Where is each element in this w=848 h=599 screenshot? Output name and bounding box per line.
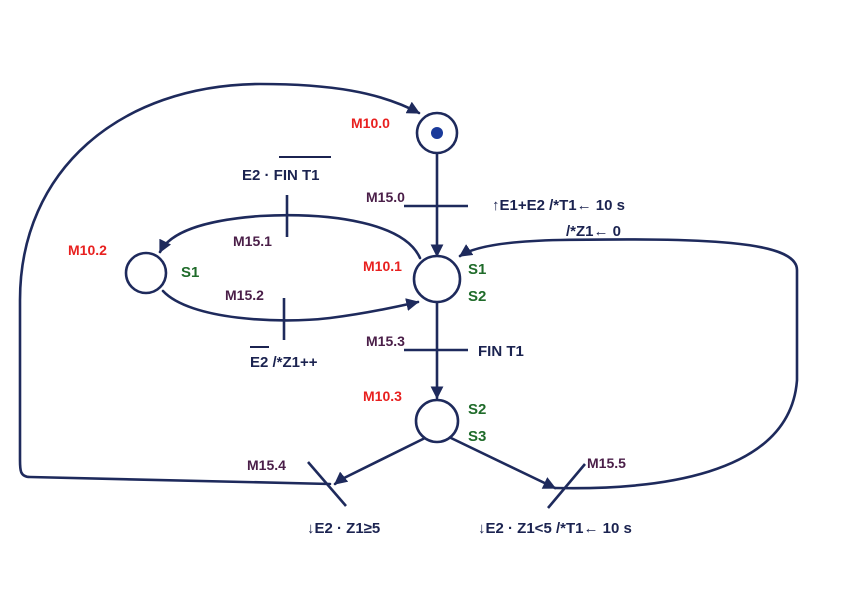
link-m15-5-to-m10-1 (458, 238, 799, 490)
transition-condition: E2 /*Z1++ (250, 354, 318, 371)
transition-m15-4: M15.4 ↓E2 · Z1≥5 (247, 457, 380, 537)
initial-token-icon (431, 127, 443, 139)
transition-label: M15.0 (366, 189, 405, 205)
step-action: S2 (468, 401, 486, 418)
transition-m15-2: M15.2 E2 /*Z1++ (225, 287, 318, 371)
step-m10-3: M10.3 S2 S3 (363, 388, 486, 445)
link-m10-3-to-m15-5 (449, 436, 557, 490)
transition-label: M15.2 (225, 287, 264, 303)
step-action: S1 (468, 261, 486, 278)
step-label: M10.3 (363, 388, 402, 404)
transition-condition: /*Z1← 0 (566, 223, 621, 240)
link-m15-4-to-m10-0 (18, 82, 421, 486)
link-m10-1-to-m10-2 (158, 213, 422, 260)
step-label: M10.2 (68, 242, 107, 258)
step-m10-0: M10.0 (351, 111, 459, 155)
transition-condition: ↑E1+E2 /*T1← 10 s (492, 197, 625, 214)
transition-label: M15.4 (247, 457, 286, 473)
step-label: M10.1 (363, 258, 402, 274)
link-m10-3-to-m15-4 (333, 436, 427, 486)
transition-m15-1: M15.1 E2 · FIN T1 (233, 156, 331, 249)
step-action: S3 (468, 428, 486, 445)
transition-condition: FIN T1 (478, 343, 524, 360)
transition-m15-0: M15.0 ↑E1+E2 /*T1← 10 s /*Z1← 0 (366, 189, 625, 240)
links (18, 82, 799, 490)
transition-label: M15.5 (587, 455, 626, 471)
step-action: S1 (181, 264, 199, 281)
step-m10-2: M10.2 S1 (68, 242, 199, 295)
link-m10-2-to-m10-1 (161, 289, 420, 322)
transition-m15-5: M15.5 ↓E2 · Z1<5 /*T1← 10 s (478, 455, 632, 537)
step-action: S2 (468, 288, 486, 305)
transition-condition: E2 · FIN T1 (242, 167, 320, 184)
transition-m15-3: M15.3 FIN T1 (366, 333, 524, 360)
transition-condition: ↓E2 · Z1<5 /*T1← 10 s (478, 520, 632, 537)
step-m10-1: M10.1 S1 S2 (363, 254, 486, 305)
transition-label: M15.3 (366, 333, 405, 349)
transition-label: M15.1 (233, 233, 272, 249)
step-label: M10.0 (351, 115, 390, 131)
transition-condition: ↓E2 · Z1≥5 (307, 520, 380, 537)
